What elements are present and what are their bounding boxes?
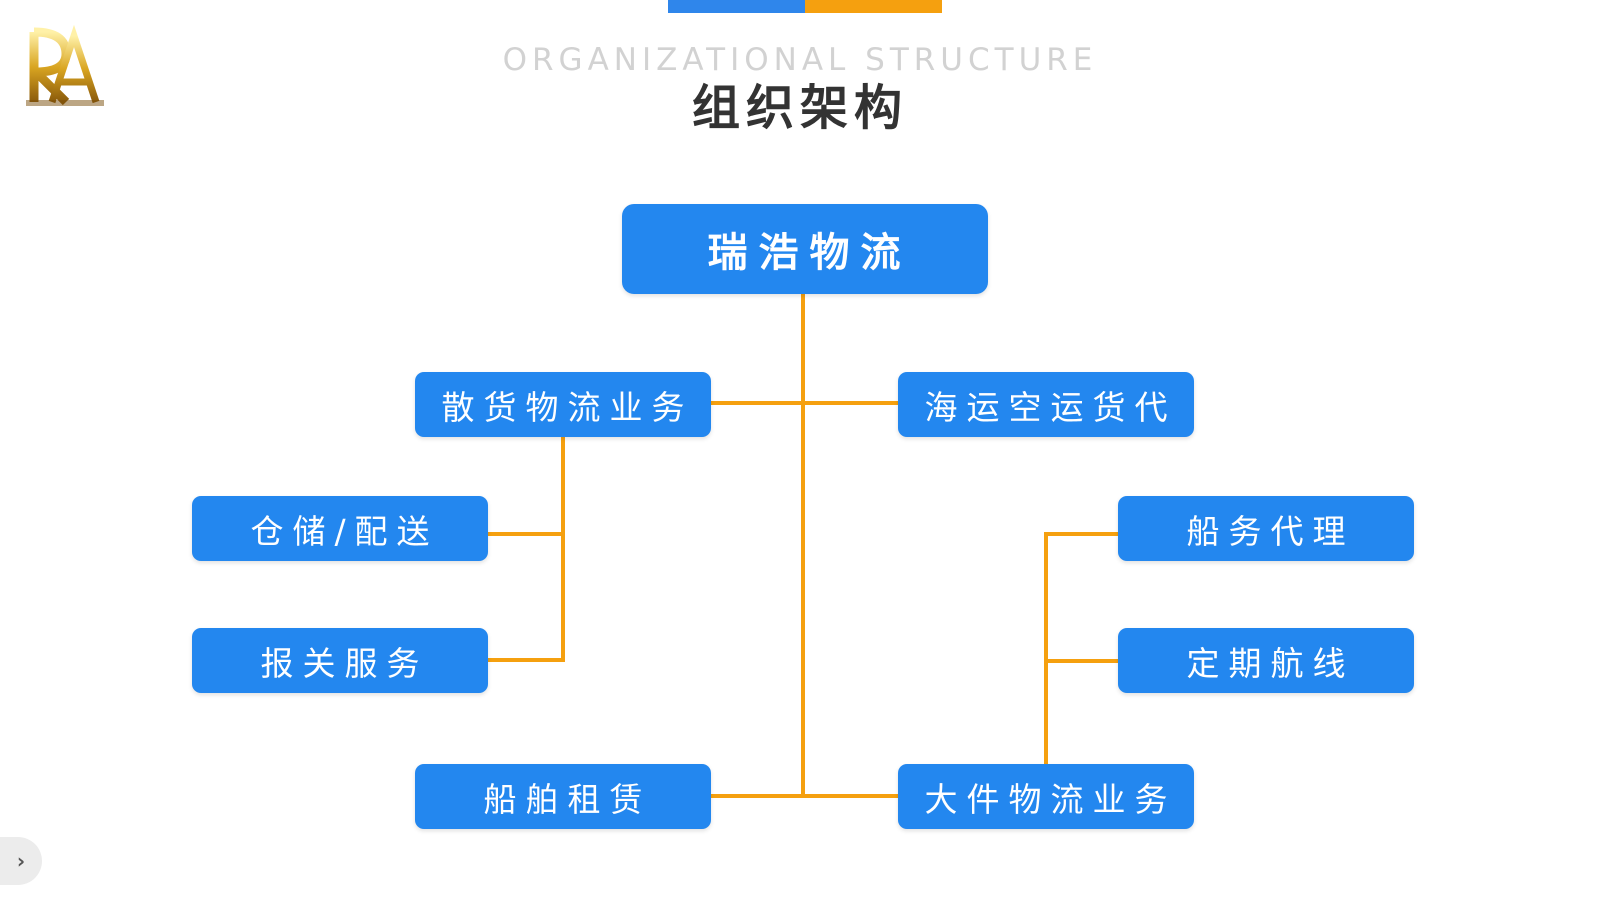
node-ship-leasing: 船舶租赁 — [415, 764, 711, 829]
page-title: 组织架构 — [691, 80, 908, 136]
page-subtitle: ORGANIZATIONAL STRUCTURE — [502, 42, 1098, 78]
company-logo — [22, 24, 108, 114]
chevron-right-icon: › — [16, 849, 26, 873]
accent-bar-blue — [668, 0, 805, 13]
node-customs-service: 报关服务 — [192, 628, 488, 693]
node-liner-route: 定期航线 — [1118, 628, 1414, 693]
node-shipping-agency: 船务代理 — [1118, 496, 1414, 561]
accent-bar-orange — [805, 0, 942, 13]
node-heavy-cargo-logistics: 大件物流业务 — [898, 764, 1194, 829]
node-bulk-logistics: 散货物流业务 — [415, 372, 711, 437]
logo-mark-icon — [26, 24, 104, 106]
node-sea-air-forwarding: 海运空运货代 — [898, 372, 1194, 437]
node-root: 瑞浩物流 — [622, 204, 988, 294]
next-slide-button[interactable]: › — [0, 837, 42, 885]
node-warehouse-distribution: 仓储/配送 — [192, 496, 488, 561]
